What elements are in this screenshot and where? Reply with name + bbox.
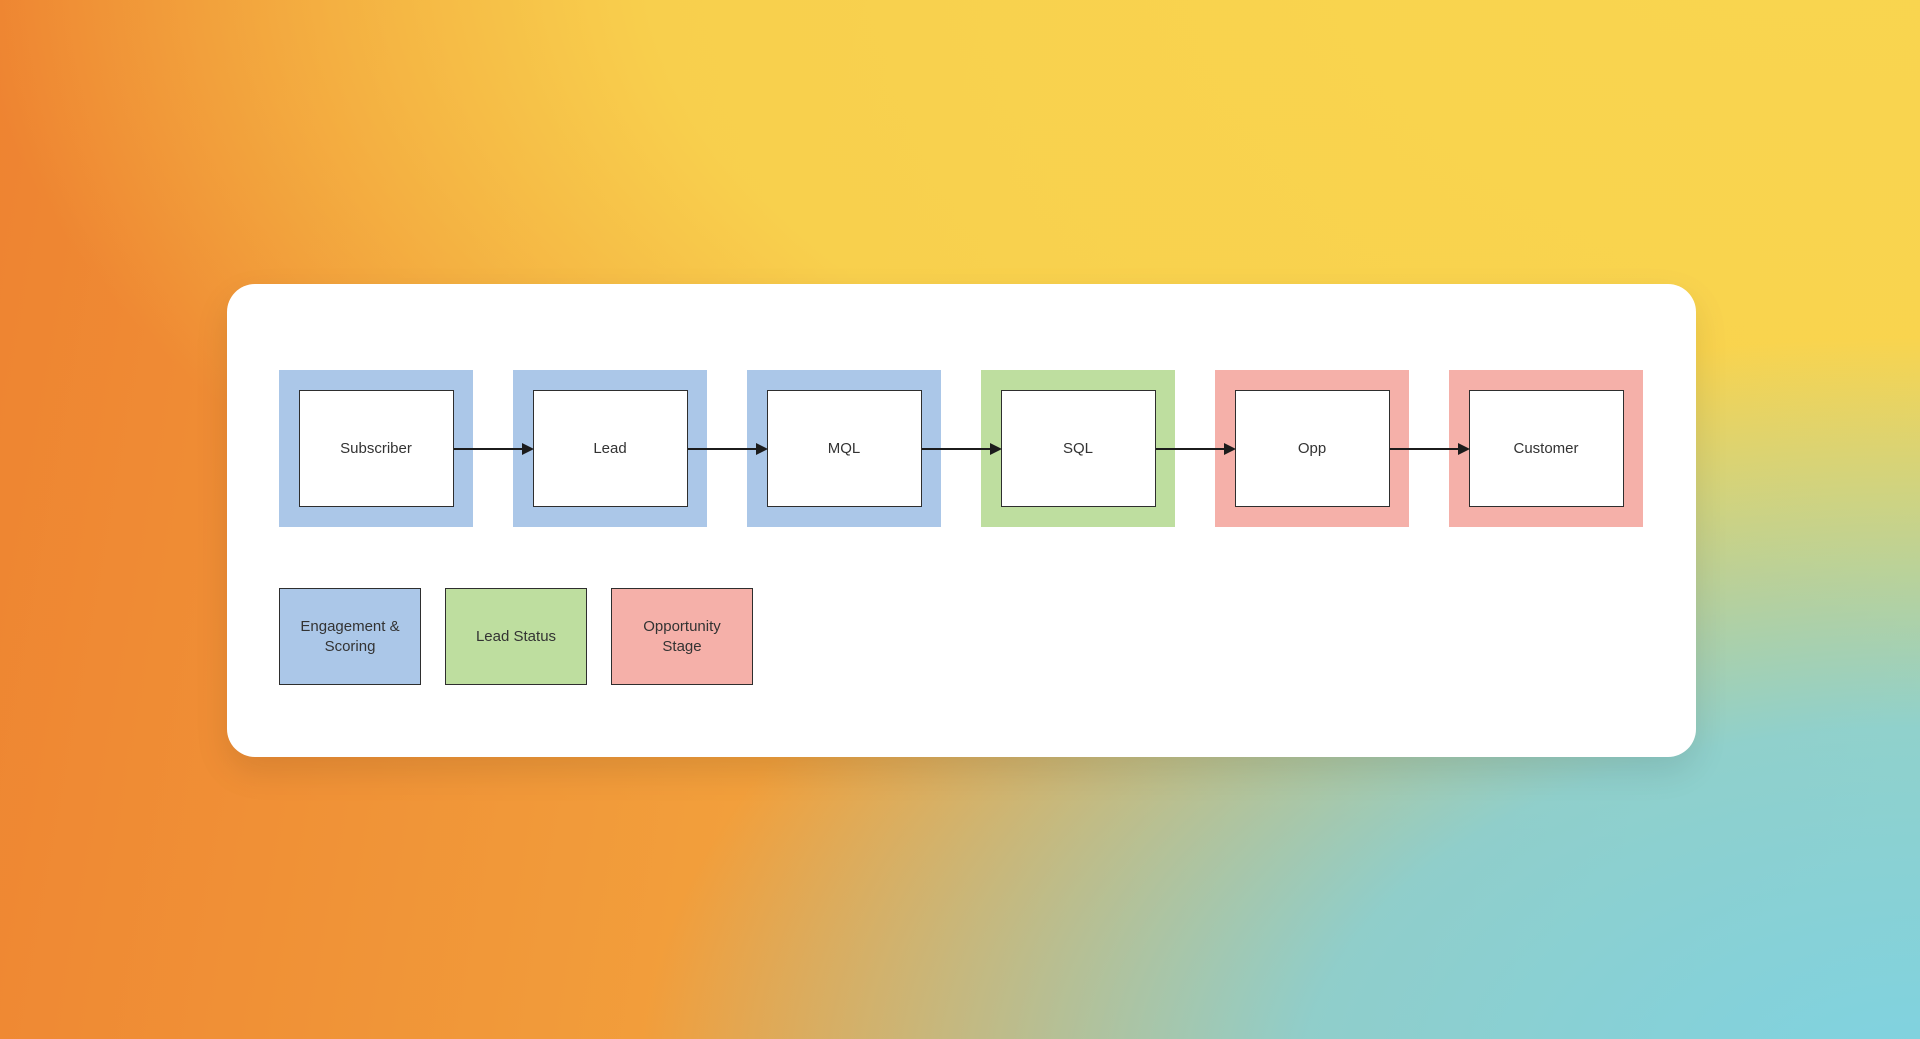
stage-label: MQL	[766, 390, 922, 507]
stage-label: Opp	[1234, 390, 1390, 507]
flow-arrow	[922, 442, 1002, 455]
stage-node-subscriber: Subscriber	[279, 370, 473, 527]
stage-node-opp: Opp	[1215, 370, 1409, 527]
stage-label: Customer	[1468, 390, 1624, 507]
flow-arrow	[454, 442, 534, 455]
legend-label: Engagement & Scoring	[300, 618, 400, 655]
legend-label: Lead Status	[475, 627, 557, 645]
stage-label: Lead	[532, 390, 688, 507]
stage-label: SQL	[1000, 390, 1156, 507]
legend-lead-status: Lead Status	[445, 588, 587, 685]
stage-node-customer: Customer	[1449, 370, 1643, 527]
stage-node-mql: MQL	[747, 370, 941, 527]
stage-node-sql: SQL	[981, 370, 1175, 527]
stage-label: Subscriber	[298, 390, 454, 507]
flow-arrow	[1390, 442, 1470, 455]
diagram-card: Subscriber Lead MQL SQL Opp Customer Engageme…	[227, 284, 1696, 757]
legend-label: Opportunity Stage	[643, 618, 721, 655]
flow-arrow	[1156, 442, 1236, 455]
flow-arrow	[688, 442, 768, 455]
stage-node-lead: Lead	[513, 370, 707, 527]
legend-opportunity: Opportunity Stage	[611, 588, 753, 685]
legend-engagement: Engagement & Scoring	[279, 588, 421, 685]
legend-row: Engagement & Scoring Lead Status Opportuni…	[279, 588, 753, 685]
funnel-stages-row: Subscriber Lead MQL SQL Opp Customer	[279, 370, 1643, 527]
